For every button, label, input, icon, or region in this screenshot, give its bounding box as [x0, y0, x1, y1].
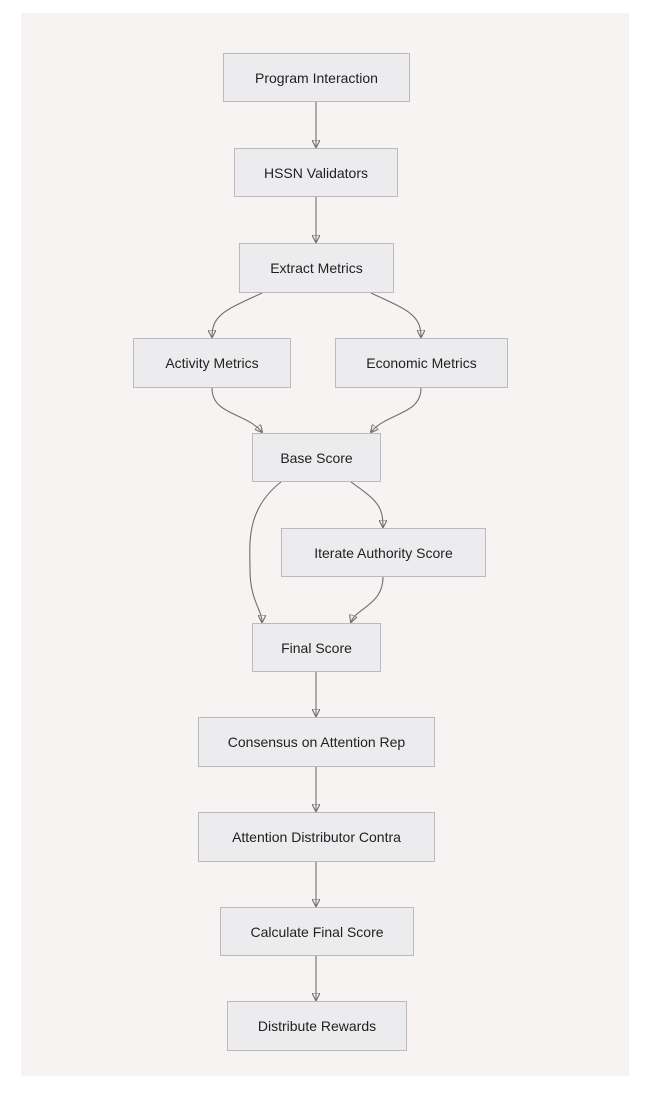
- node-label: Calculate Final Score: [250, 923, 384, 940]
- node-program-interaction: Program Interaction: [223, 53, 410, 102]
- node-label: Activity Metrics: [165, 355, 259, 371]
- edge-base-to-final: [249, 481, 282, 622]
- edge-base-to-iterate: [350, 481, 383, 527]
- node-label: Program Interaction: [255, 69, 378, 86]
- node-label: Base Score: [280, 449, 353, 466]
- edge-economic-to-base: [371, 387, 422, 432]
- node-label: Final Score: [281, 639, 352, 656]
- edge-extract-to-economic: [370, 292, 421, 337]
- node-final-score: Final Score: [252, 623, 381, 672]
- node-label: Distribute Rewards: [257, 1018, 377, 1034]
- node-label: Attention Distributor Contra: [232, 829, 401, 845]
- node-iterate-authority-score: Iterate Authority Score: [281, 528, 486, 577]
- node-label: Iterate Authority Score: [314, 544, 453, 561]
- node-consensus-on-attention-rep: Consensus on Attention Rep: [198, 717, 435, 767]
- node-label: HSSN Validators: [263, 164, 368, 181]
- node-hssn-validators: HSSN Validators: [234, 148, 398, 197]
- edge-activity-to-base: [211, 387, 262, 432]
- node-activity-metrics: Activity Metrics: [133, 338, 291, 388]
- node-economic-metrics: Economic Metrics: [335, 338, 508, 388]
- edge-iterate-to-final: [351, 576, 384, 622]
- edge-extract-to-activity: [212, 292, 263, 337]
- node-distribute-rewards: Distribute Rewards: [227, 1001, 407, 1051]
- node-extract-metrics: Extract Metrics: [239, 243, 394, 293]
- node-calculate-final-score: Calculate Final Score: [220, 907, 414, 956]
- node-base-score: Base Score: [252, 433, 381, 482]
- node-label: Consensus on Attention Rep: [227, 734, 406, 750]
- node-label: Extract Metrics: [270, 260, 363, 276]
- node-label: Economic Metrics: [366, 355, 477, 371]
- node-attention-distributor-contract: Attention Distributor Contra: [198, 812, 435, 862]
